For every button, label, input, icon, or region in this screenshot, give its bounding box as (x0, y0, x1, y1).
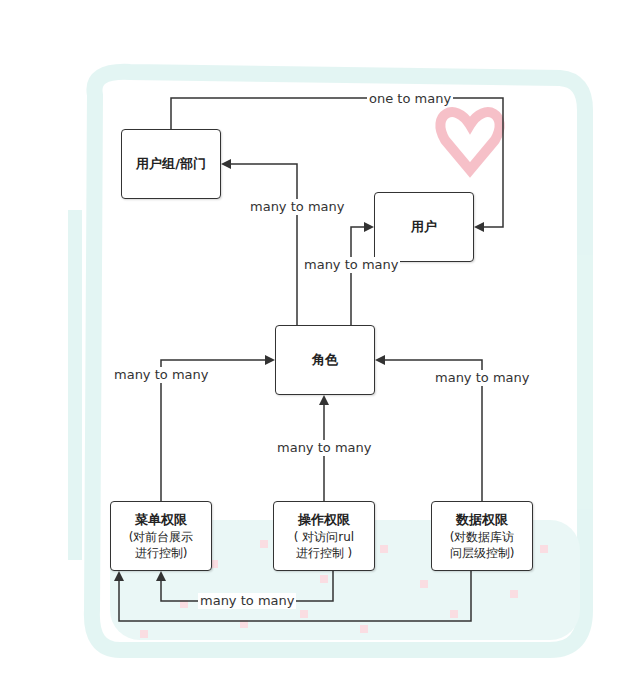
edge-label: many to many (248, 199, 346, 215)
watermark-band (110, 520, 580, 640)
arrow-head (319, 395, 329, 405)
edge-label: many to many (275, 440, 373, 456)
watermark-frame (92, 72, 585, 650)
box-title: 角色 (312, 351, 338, 369)
arrow-head (156, 571, 166, 581)
box-note: (对前台展示 进行控制) (119, 529, 203, 561)
connector (221, 159, 297, 325)
connector-line (351, 227, 364, 325)
connector (351, 222, 374, 325)
arrow-head (265, 355, 275, 365)
arrow-head (114, 571, 124, 581)
watermark-heart (440, 112, 499, 170)
process-box: 数据权限(对数据库访 问层级控制) (431, 501, 533, 571)
process-box: 操作权限( 对访问rul 进行控制 ) (273, 501, 375, 571)
box-note: (对数据库访 问层级控制) (440, 529, 524, 561)
watermark-stroke (68, 210, 82, 560)
arrow-head (364, 222, 374, 232)
process-box: 菜单权限(对前台展示 进行控制) (110, 501, 212, 571)
box-title: 菜单权限 (135, 511, 187, 529)
edge-label: many to many (433, 370, 531, 386)
box-note: ( 对访问rul 进行控制 ) (282, 529, 366, 561)
box-title: 操作权限 (298, 511, 350, 529)
connector-line (119, 571, 471, 621)
edge-label: many to many (302, 257, 400, 273)
box-title: 用户组/部门 (136, 155, 206, 173)
box-title: 用户 (411, 218, 437, 236)
connector-line (231, 164, 297, 325)
process-box: 角色 (275, 325, 375, 395)
process-box: 用户组/部门 (121, 129, 221, 199)
connector (114, 571, 471, 621)
arrow-head (375, 355, 385, 365)
process-box: 用户 (374, 192, 474, 262)
arrow-head (474, 222, 484, 232)
arrow-head (221, 159, 231, 169)
edge-label: many to many (198, 593, 296, 609)
box-title: 数据权限 (456, 511, 508, 529)
edge-label: one to many (367, 91, 453, 107)
edge-label: many to many (112, 367, 210, 383)
